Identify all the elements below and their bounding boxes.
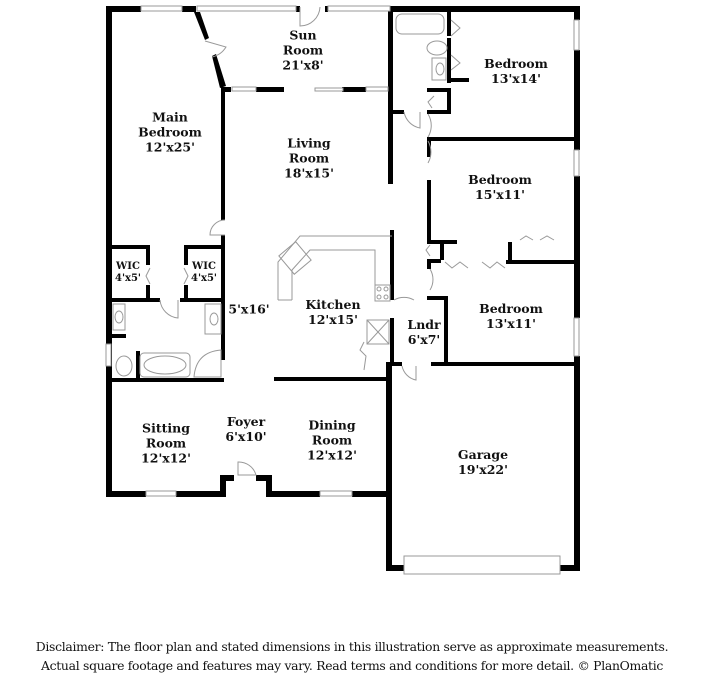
doors [145,6,555,476]
wic-left-dims: 4'x5' [114,273,142,284]
sun-room-dims: 21'x8' [282,57,324,73]
interior-walls [112,6,580,382]
bedroom-1-dims: 13'x14' [491,71,541,86]
dining-room-dims: 12'x12' [307,447,357,463]
sun-room-label: Sun Room 21'x8' [282,28,323,73]
main-bedroom-label: Main Bedroom 12'x25' [138,110,202,155]
laundry-label: Lndr 6'x7' [407,317,440,347]
living-room-label: Living Room 18'x15' [284,136,334,181]
bedroom-3-dims: 13'x11' [486,316,536,331]
windows [105,5,580,575]
bedroom-1-name: Bedroom [484,56,548,71]
kitchen-label: Kitchen 12'x15' [305,297,360,327]
exterior-walls [106,6,580,571]
dining-room-label: Dining Room 12'x12' [307,418,357,463]
living-room-name-1: Living [287,135,331,151]
dining-room-name-2: Room [311,432,353,448]
garage-label: Garage 19'x22' [458,447,508,477]
laundry-name: Lndr [407,317,441,332]
bedroom-2-label: Bedroom 15'x11' [468,172,532,202]
foyer-label: Foyer 6'x10' [225,414,266,444]
bedroom-1-label: Bedroom 13'x14' [484,56,548,86]
garage-dims: 19'x22' [458,462,508,477]
wic-left-label: WIC 4'x5' [115,261,141,285]
fixtures [112,13,448,378]
living-room-name-2: Room [288,150,330,166]
foyer-dims: 6'x10' [225,429,267,444]
wic-right-label: WIC 4'x5' [191,261,217,285]
sitting-room-label: Sitting Room 12'x12' [141,421,191,466]
dining-room-name-1: Dining [308,417,356,433]
hallway-dims: 5'x16' [228,301,270,317]
kitchen-name: Kitchen [305,297,361,312]
main-bedroom-name-1: Main [152,109,188,125]
wic-right-name: WIC [192,261,216,272]
bedroom-3-label: Bedroom 13'x11' [479,301,543,331]
sun-room-name-2: Room [282,42,324,58]
disclaimer: Disclaimer: The floor plan and stated di… [0,637,704,675]
garage-name: Garage [457,447,509,462]
bedroom-3-name: Bedroom [479,301,543,316]
sitting-room-name-2: Room [145,435,187,451]
bedroom-2-name: Bedroom [468,172,532,187]
sun-room-name-1: Sun [289,27,317,43]
living-room-dims: 18'x15' [284,165,334,181]
disclaimer-line-1: Disclaimer: The floor plan and stated di… [35,639,669,654]
floor-plan [105,5,580,575]
sitting-room-name-1: Sitting [142,420,190,436]
wic-right-dims: 4'x5' [190,273,218,284]
main-bedroom-name-2: Bedroom [138,124,202,140]
hallway-label: 5'x16' [228,302,269,317]
kitchen-dims: 12'x15' [308,312,358,327]
disclaimer-line-2: Actual square footage and features may v… [40,658,664,673]
wic-left-name: WIC [116,261,140,272]
main-bedroom-dims: 12'x25' [145,139,195,155]
foyer-name: Foyer [226,414,266,429]
sitting-room-dims: 12'x12' [141,450,191,466]
laundry-dims: 6'x7' [407,332,441,347]
bedroom-2-dims: 15'x11' [475,187,525,202]
